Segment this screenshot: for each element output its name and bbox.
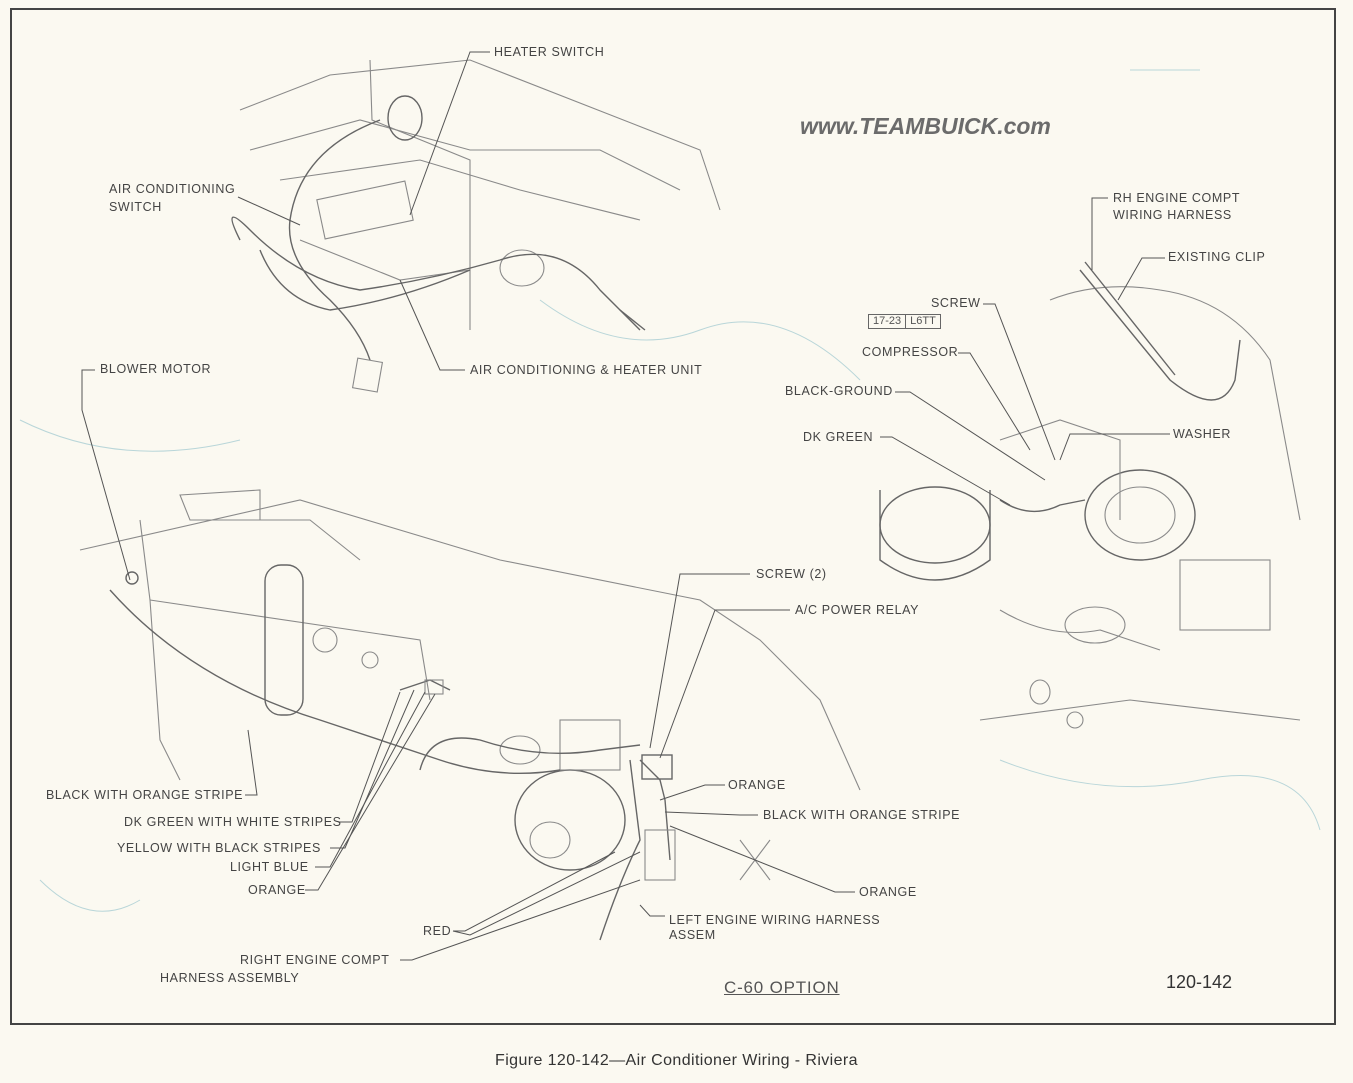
label-red: RED — [423, 924, 451, 938]
label-right-harness-line1: RIGHT ENGINE COMPT — [240, 953, 389, 967]
reference-box-right: L6TT — [906, 314, 941, 329]
label-yellow-black: YELLOW WITH BLACK STRIPES — [117, 841, 321, 855]
label-black-ground: BLACK-GROUND — [785, 384, 893, 398]
label-dk-green: DK GREEN — [803, 430, 873, 444]
label-heater-switch: HEATER SWITCH — [494, 45, 604, 59]
label-rh-harness-line1: RH ENGINE COMPT — [1113, 191, 1240, 205]
label-rh-harness-line2: WIRING HARNESS — [1113, 208, 1232, 222]
label-blower-motor: BLOWER MOTOR — [100, 362, 211, 376]
engine-compartment-sketch — [79, 489, 861, 941]
figure-number: 120-142 — [1166, 972, 1233, 992]
dash-heater-unit-sketch — [231, 59, 721, 393]
label-screw: SCREW — [931, 296, 981, 310]
label-ac-heater-unit: AIR CONDITIONING & HEATER UNIT — [470, 363, 702, 377]
label-ac-switch-line1: AIR CONDITIONING — [109, 182, 235, 196]
label-orange-2: ORANGE — [859, 885, 917, 899]
diagram-frame — [10, 8, 1336, 1025]
callout-labels: HEATER SWITCH AIR CONDITIONING SWITCH AI… — [46, 45, 1265, 985]
label-orange-1: ORANGE — [728, 778, 786, 792]
label-left-harness-line1: LEFT ENGINE WIRING HARNESS — [669, 913, 880, 927]
label-ac-power-relay: A/C POWER RELAY — [795, 603, 919, 617]
label-left-harness-line2: ASSEM — [669, 928, 716, 942]
background-bleed — [19, 69, 1321, 912]
label-ac-switch-line2: SWITCH — [109, 200, 162, 214]
watermark-url: www.TEAMBUICK.com — [800, 113, 1051, 139]
label-black-orange-stripe-right: BLACK WITH ORANGE STRIPE — [763, 808, 960, 822]
option-label: C-60 OPTION — [724, 978, 840, 997]
label-black-orange-stripe-left: BLACK WITH ORANGE STRIPE — [46, 788, 243, 802]
reference-box: 17-23 L6TT — [868, 314, 941, 329]
label-screw-2: SCREW (2) — [756, 567, 827, 581]
reference-box-left: 17-23 — [868, 314, 907, 329]
compressor-sketch — [879, 261, 1301, 729]
label-existing-clip: EXISTING CLIP — [1168, 250, 1265, 264]
leader-lines — [81, 51, 1170, 961]
label-right-harness-line2: HARNESS ASSEMBLY — [160, 971, 299, 985]
label-dk-green-white: DK GREEN WITH WHITE STRIPES — [124, 815, 342, 829]
label-compressor: COMPRESSOR — [862, 345, 958, 359]
label-light-blue: LIGHT BLUE — [230, 860, 309, 874]
label-orange-3: ORANGE — [248, 883, 306, 897]
figure-caption: Figure 120-142—Air Conditioner Wiring - … — [495, 1052, 858, 1069]
label-washer: WASHER — [1173, 427, 1231, 441]
